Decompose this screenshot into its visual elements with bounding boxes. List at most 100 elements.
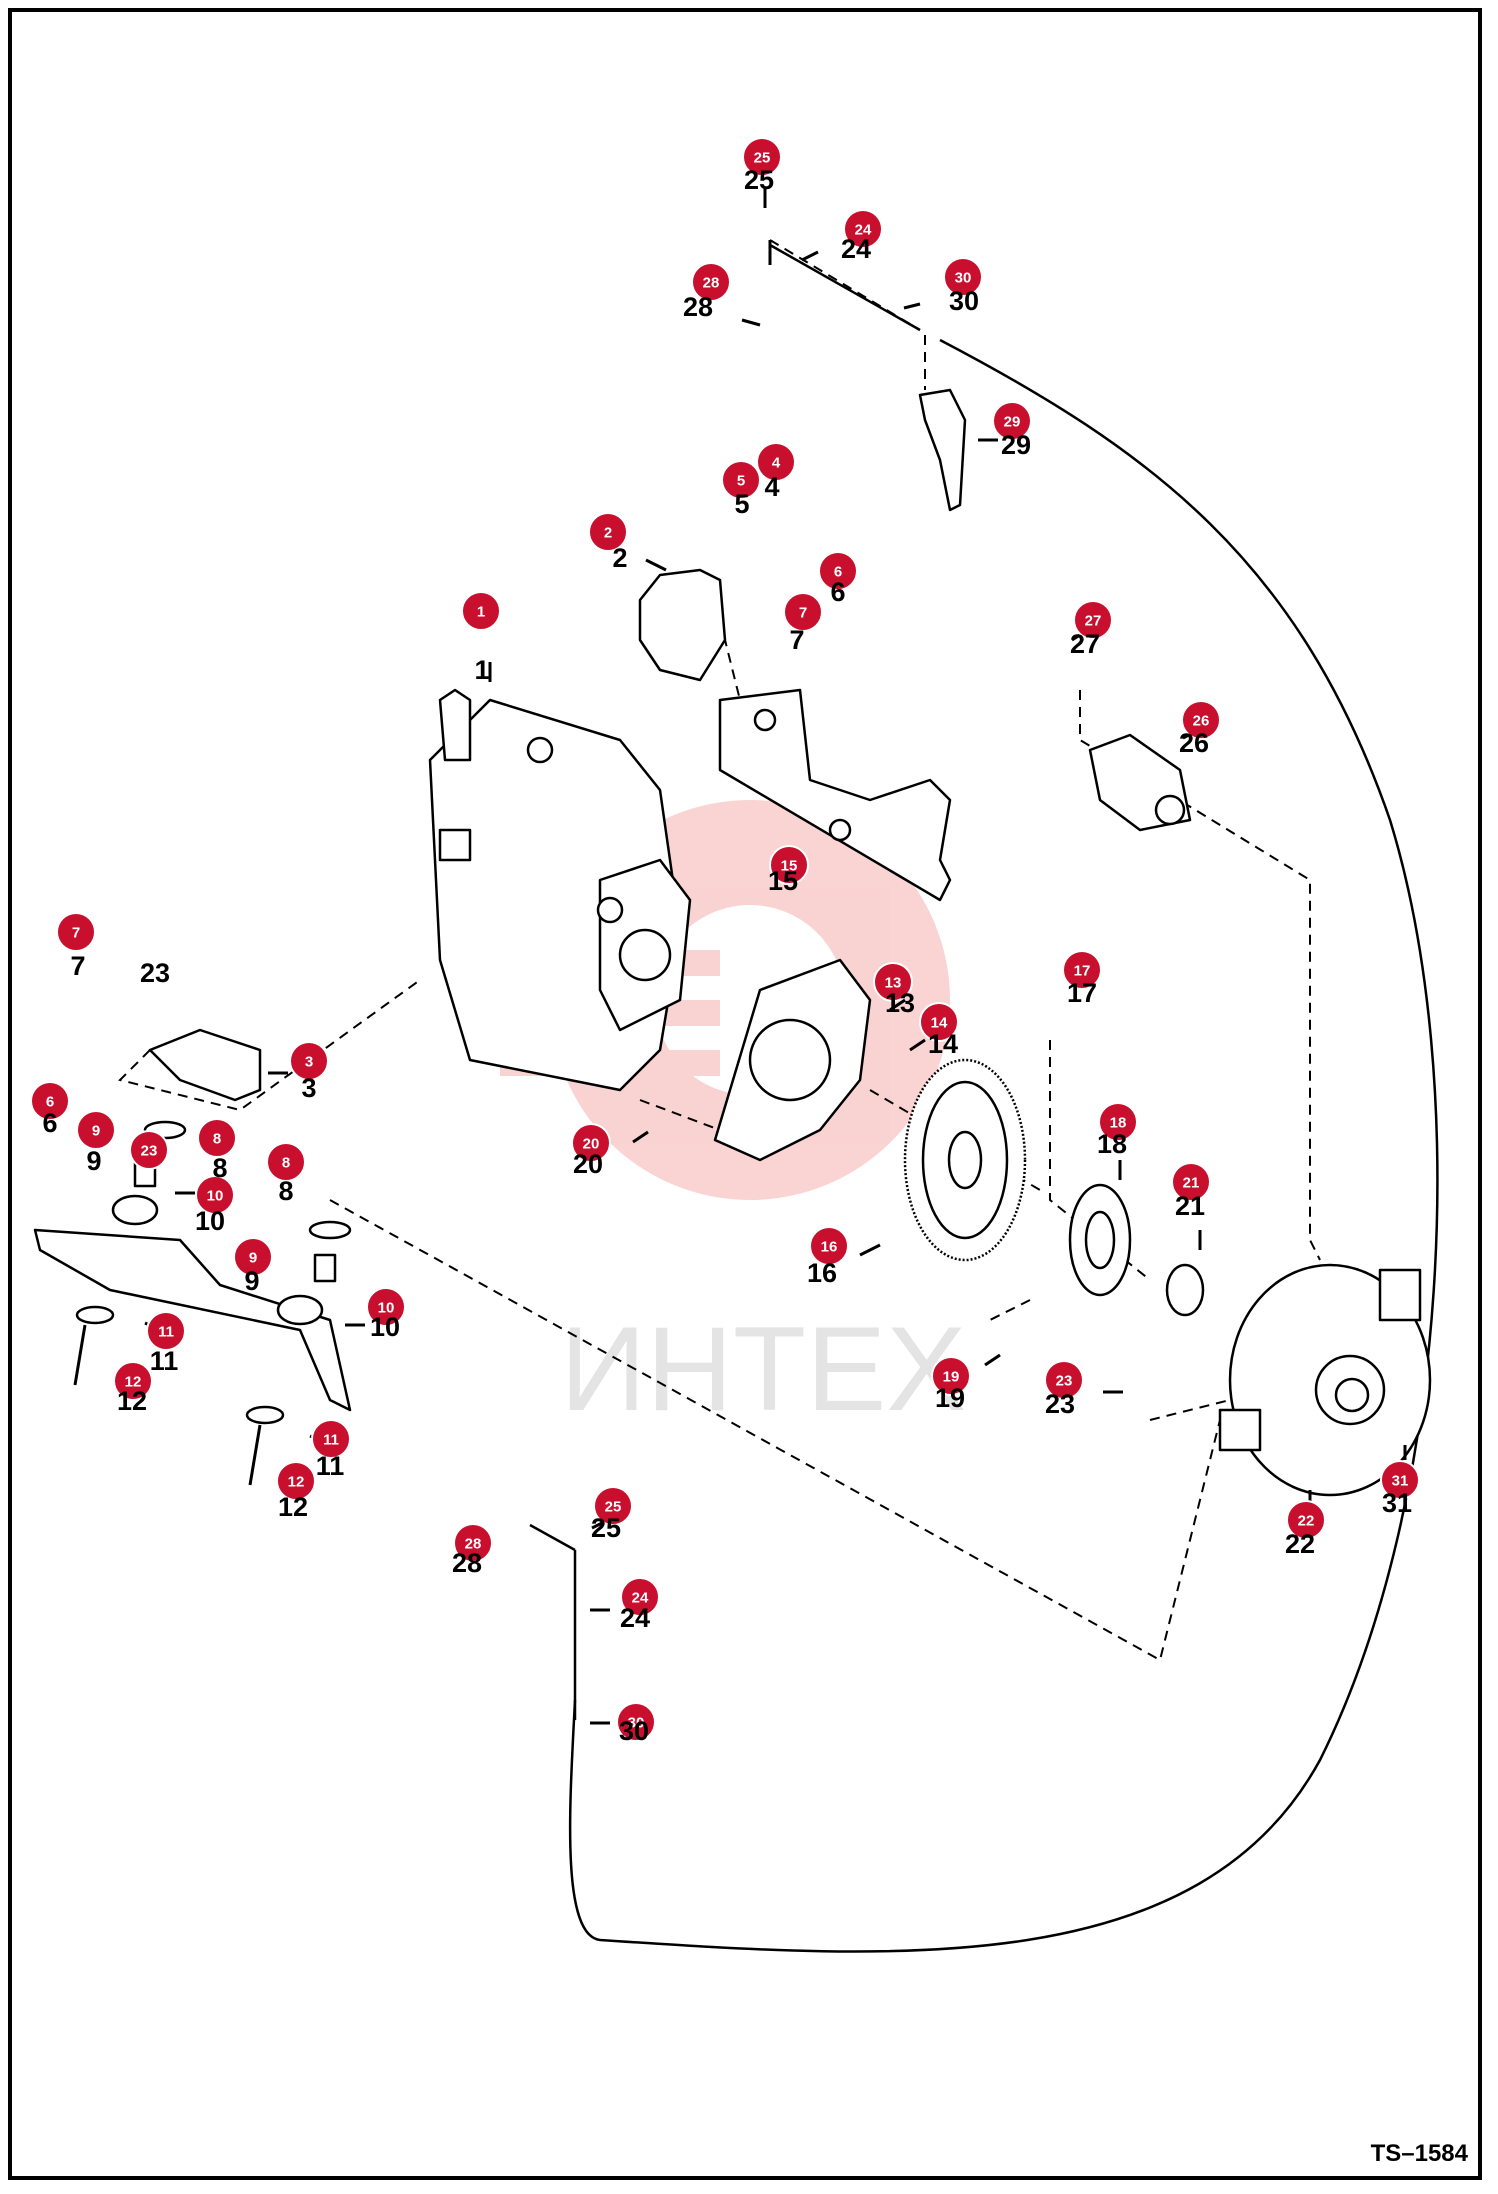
callout-27[interactable]: 27 (1073, 600, 1113, 640)
callout-16[interactable]: 16 (809, 1226, 849, 1266)
callout-circle (1044, 1360, 1084, 1400)
callout-circle (593, 1486, 633, 1526)
callout-number: 21 (1183, 1175, 1200, 1192)
callout-7[interactable]: 7 (783, 592, 823, 632)
callout-circle (453, 1523, 493, 1563)
callout-6[interactable]: 6 (818, 551, 858, 591)
callout-number: 10 (207, 1188, 224, 1205)
callout-23[interactable]: 23 (1044, 1360, 1084, 1400)
isolator-parts (73, 1120, 352, 1486)
callout-circle (571, 1123, 611, 1163)
callout-21[interactable]: 21 (1171, 1162, 1211, 1202)
reference-number-12: 12 (117, 1386, 147, 1416)
callout-circle (1181, 700, 1221, 740)
callout-number: 6 (834, 564, 842, 581)
callout-10[interactable]: 10 (366, 1287, 406, 1327)
callout-number: 28 (465, 1536, 482, 1553)
callout-28[interactable]: 28 (453, 1523, 493, 1563)
callout-25[interactable]: 25 (742, 137, 782, 177)
callout-30[interactable]: 30 (943, 257, 983, 297)
callout-8[interactable]: 8 (197, 1118, 237, 1158)
reference-number-26: 26 (1179, 728, 1209, 758)
callout-circle (783, 592, 823, 632)
callout-14[interactable]: 14 (919, 1002, 959, 1042)
callout-13[interactable]: 13 (873, 962, 913, 1002)
callout-23[interactable]: 23 (129, 1130, 169, 1170)
callout-number: 20 (583, 1136, 600, 1153)
reference-number-8: 8 (278, 1176, 293, 1206)
callout-circle (943, 257, 983, 297)
callout-number: 17 (1074, 963, 1091, 980)
reference-number-17: 17 (1067, 978, 1097, 1008)
callout-24[interactable]: 24 (843, 209, 883, 249)
reference-number-10: 10 (370, 1312, 400, 1342)
callout-4[interactable]: 4 (756, 442, 796, 482)
reference-number-24: 24 (620, 1603, 650, 1633)
callout-number: 2 (604, 525, 612, 542)
callout-11[interactable]: 11 (146, 1311, 186, 1351)
callout-7[interactable]: 7 (56, 912, 96, 952)
callout-5[interactable]: 5 (721, 460, 761, 500)
callout-1[interactable]: 1 (461, 591, 501, 631)
callout-6[interactable]: 6 (30, 1081, 70, 1121)
callout-number: 30 (628, 1715, 645, 1732)
callout-number: 23 (1056, 1373, 1073, 1390)
callout-17[interactable]: 17 (1062, 950, 1102, 990)
reference-number-13: 13 (885, 988, 915, 1018)
callout-circle (195, 1175, 235, 1215)
callout-number: 12 (288, 1474, 305, 1491)
throttle-bracket (918, 388, 967, 512)
callout-circle (588, 512, 628, 552)
callout-29[interactable]: 29 (992, 401, 1032, 441)
callout-19[interactable]: 19 (931, 1356, 971, 1396)
callout-circle (30, 1081, 70, 1121)
starter-motor (1088, 733, 1192, 832)
callout-10[interactable]: 10 (195, 1175, 235, 1215)
callout-number: 12 (125, 1374, 142, 1391)
callout-12[interactable]: 12 (113, 1361, 153, 1401)
callout-3[interactable]: 3 (289, 1041, 329, 1081)
callout-28[interactable]: 28 (691, 262, 731, 302)
callout-15[interactable]: 15 (769, 845, 809, 885)
callout-26[interactable]: 26 (1181, 700, 1221, 740)
reference-number-20: 20 (573, 1149, 603, 1179)
callout-8[interactable]: 8 (266, 1142, 306, 1182)
callout-number: 9 (92, 1123, 100, 1140)
engine-mount-bracket-left (148, 1028, 262, 1102)
callout-circle (311, 1419, 351, 1459)
callout-circle (76, 1110, 116, 1150)
callout-circle (818, 551, 858, 591)
reference-number-12: 12 (278, 1492, 308, 1522)
callout-30[interactable]: 30 (616, 1702, 656, 1742)
callout-number: 15 (781, 858, 798, 875)
leader-lines (144, 188, 1407, 1725)
callout-2[interactable]: 2 (588, 512, 628, 552)
callout-22[interactable]: 22 (1286, 1500, 1326, 1540)
callout-25[interactable]: 25 (593, 1486, 633, 1526)
reference-number-9: 9 (244, 1266, 259, 1296)
reference-number-14: 14 (928, 1029, 958, 1059)
callout-number: 13 (885, 975, 902, 992)
callout-11[interactable]: 11 (311, 1419, 351, 1459)
callout-9[interactable]: 9 (76, 1110, 116, 1150)
engine-mount-bracket-top (638, 568, 727, 682)
callout-number: 24 (632, 1590, 649, 1607)
reference-number-8: 8 (212, 1153, 227, 1183)
callout-circle (620, 1577, 660, 1617)
callout-18[interactable]: 18 (1098, 1102, 1138, 1142)
callout-circle (197, 1118, 237, 1158)
callout-9[interactable]: 9 (233, 1237, 273, 1277)
reference-number-27: 27 (1070, 629, 1100, 659)
callout-number: 29 (1004, 414, 1021, 431)
callout-24[interactable]: 24 (620, 1577, 660, 1617)
reference-number-16: 16 (807, 1258, 837, 1288)
callout-circle (756, 442, 796, 482)
callout-12[interactable]: 12 (276, 1461, 316, 1501)
callout-20[interactable]: 20 (571, 1123, 611, 1163)
callout-circle (809, 1226, 849, 1266)
callout-31[interactable]: 31 (1380, 1460, 1420, 1500)
reference-number-23: 23 (140, 958, 170, 988)
callout-number: 11 (158, 1324, 174, 1341)
drawing-frame (8, 8, 1482, 2180)
